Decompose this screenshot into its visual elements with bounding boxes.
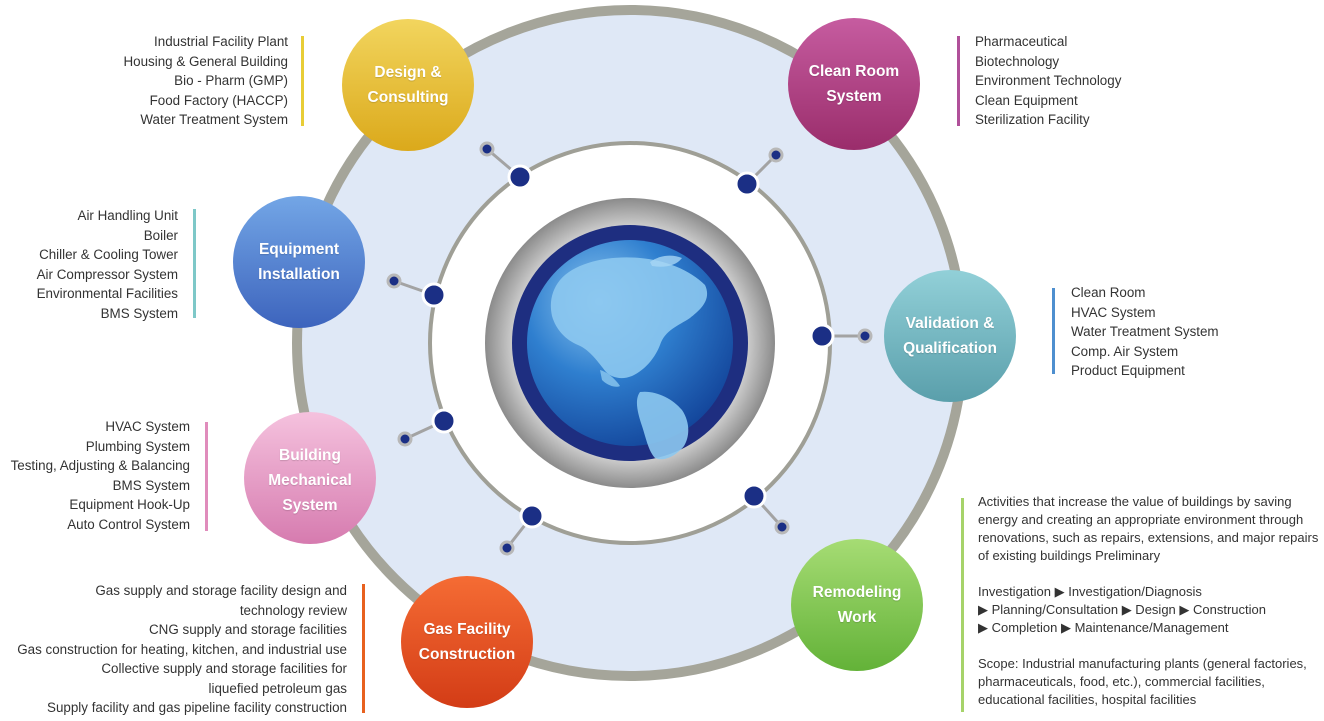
list-item: Housing & General Building (123, 53, 288, 69)
desc-line: Activities that increase the value of bu… (978, 494, 1292, 509)
list-cleanroom: Pharmaceutical Biotechnology Environment… (975, 32, 1121, 130)
list-item: HVAC System (105, 419, 190, 434)
accent-bar-cleanroom (957, 36, 960, 126)
node-building (244, 412, 376, 544)
list-item: Air Handling Unit (77, 208, 178, 223)
list-equipment: Air Handling Unit Boiler Chiller & Cooli… (37, 206, 178, 323)
list-building: HVAC System Plumbing System Testing, Adj… (11, 417, 190, 534)
list-item: Bio - Pharm (GMP) (174, 73, 288, 88)
scope-line: Scope: Industrial manufacturing plants (… (978, 656, 1307, 671)
remodeling-description: Activities that increase the value of bu… (978, 493, 1322, 709)
list-item: CNG supply and storage facilities (149, 622, 347, 637)
list-item: Comp. Air System (1071, 343, 1179, 359)
list-item: Sterilization Facility (975, 112, 1090, 127)
list-item: BMS System (100, 305, 178, 321)
node-label-validation: Validation & Qualification (903, 315, 997, 357)
list-item: Product Equipment (1071, 363, 1185, 378)
accent-bar-gas (362, 584, 365, 713)
node-remodeling (791, 539, 923, 671)
accent-bar-validation (1052, 288, 1055, 374)
node-gas (401, 576, 533, 708)
node-equipment (233, 196, 365, 328)
list-validation: Clean Room HVAC System Water Treatment S… (1071, 283, 1219, 381)
node-label-building: Building Mechanical System (268, 446, 352, 514)
list-item: Gas construction for heating, kitchen, a… (17, 641, 347, 657)
accent-bar-equipment (193, 209, 196, 318)
process-line: Investigation ▶ Investigation/Diagnosis (978, 584, 1202, 599)
list-item: Collective supply and storage facilities… (101, 661, 347, 676)
list-item: Plumbing System (85, 438, 190, 454)
list-item: Water Treatment System (1071, 324, 1219, 339)
list-item: Environmental Facilities (36, 286, 178, 301)
node-label-design: Design & Consulting (367, 64, 449, 106)
node-label-gas: Gas Facility Construction (418, 621, 516, 663)
list-item: Industrial Facility Plant (154, 34, 288, 49)
connector-dot (421, 164, 835, 529)
node-design (342, 19, 474, 151)
accent-bar-design (301, 36, 304, 126)
list-item: Biotechnology (975, 53, 1060, 69)
desc-line: renovations, such as repairs, extensions… (978, 530, 1319, 545)
desc-line: energy and creating an appropriate envir… (978, 512, 1304, 527)
list-item: Gas supply and storage facility design a… (95, 583, 347, 598)
list-item: Clean Equipment (975, 92, 1078, 108)
list-item: Water Treatment System (140, 112, 288, 127)
list-item: liquefied petroleum gas (208, 680, 347, 696)
node-label-remodeling: Remodeling Work (812, 584, 902, 626)
process-line: ▶ Planning/Consultation ▶ Design ▶ Const… (978, 602, 1266, 617)
accent-bar-building (205, 422, 208, 531)
list-item: Supply facility and gas pipeline facilit… (47, 700, 347, 715)
list-item: Equipment Hook-Up (69, 497, 190, 512)
list-item: Pharmaceutical (975, 34, 1068, 49)
list-item: BMS System (112, 477, 190, 493)
process-line: ▶ Completion ▶ Maintenance/Management (978, 620, 1229, 635)
list-item: Auto Control System (67, 516, 190, 532)
connector-dots (386, 141, 873, 556)
list-item: Air Compressor System (36, 266, 178, 282)
desc-line: of existing buildings Preliminary (978, 548, 1161, 563)
connector-end-dot (386, 141, 873, 556)
scope-line: pharmaceuticals, food, etc.), commercial… (978, 674, 1265, 689)
list-gas: Gas supply and storage facility design a… (17, 581, 347, 718)
node-label-equipment: Equipment Installation (258, 241, 340, 283)
list-item: Clean Room (1071, 285, 1146, 300)
list-design: Industrial Facility Plant Housing & Gene… (123, 32, 288, 130)
list-item: Food Factory (HACCP) (149, 92, 288, 108)
list-item: Chiller & Cooling Tower (39, 247, 178, 262)
node-label-cleanroom: Clean Room System (808, 63, 900, 105)
node-cleanroom (788, 18, 920, 150)
node-validation (884, 270, 1016, 402)
list-item: HVAC System (1071, 304, 1156, 320)
list-item: Boiler (143, 227, 178, 243)
scope-line: educational facilities, hospital facilit… (978, 692, 1197, 707)
list-item: Testing, Adjusting & Balancing (10, 458, 190, 473)
accent-bar-remodeling (961, 498, 964, 712)
list-item: technology review (239, 602, 347, 618)
list-item: Environment Technology (975, 73, 1122, 88)
globe-icon (485, 198, 775, 488)
